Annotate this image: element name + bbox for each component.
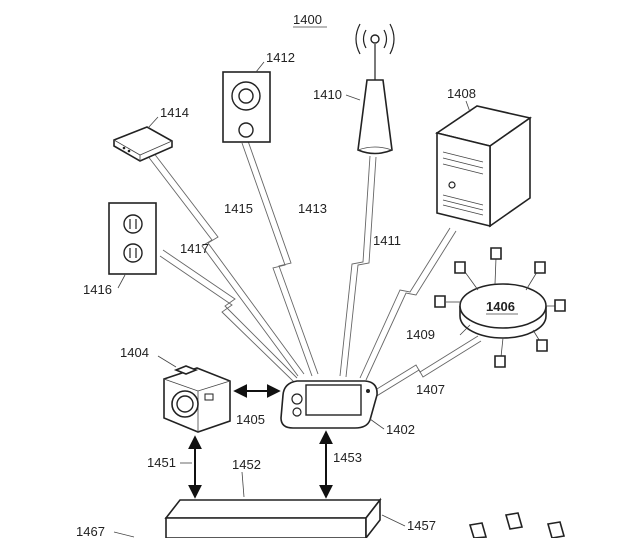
handheld-device-icon [280, 380, 378, 429]
wireless-link-1411 [339, 155, 377, 378]
label-1467: 1467 [76, 524, 105, 538]
wireless-link-1407 [371, 335, 482, 398]
label-1406: 1406 [486, 299, 515, 314]
label-1407: 1407 [416, 382, 445, 397]
label-1410: 1410 [313, 87, 342, 102]
label-1411: 1411 [373, 233, 401, 248]
label-1404: 1404 [120, 345, 149, 360]
figure-number: 1400 [293, 12, 327, 28]
label-1412: 1412 [266, 50, 295, 65]
label-1417: 1417 [180, 241, 209, 256]
label-1405: 1405 [236, 412, 265, 427]
network-nodes-partial-icon [468, 512, 566, 538]
speaker-icon [222, 71, 271, 143]
label-1414: 1414 [160, 105, 189, 120]
wall-outlet-icon [108, 202, 157, 275]
wireless-link-1409 [359, 227, 457, 381]
label-1408: 1408 [447, 86, 476, 101]
label-1413: 1413 [298, 201, 327, 216]
camera-icon [163, 365, 231, 433]
wireless-link-1415 [146, 151, 305, 377]
wireless-link-1417 [159, 249, 298, 383]
label-1457: 1457 [407, 518, 436, 533]
label-1452: 1452 [232, 457, 261, 472]
server-icon [435, 105, 532, 228]
wireless-link-1413 [241, 140, 319, 377]
network-cloud-icon [434, 247, 566, 368]
label-1451: 1451 [147, 455, 176, 470]
svg-text:1400: 1400 [293, 12, 322, 27]
battery-pack-icon [113, 126, 173, 162]
label-1416: 1416 [83, 282, 112, 297]
label-1409: 1409 [406, 327, 435, 342]
label-1415: 1415 [224, 201, 253, 216]
label-1402: 1402 [386, 422, 415, 437]
antenna-tower-icon [355, 23, 395, 155]
bus-bar-1452 [164, 497, 382, 538]
label-1453: 1453 [333, 450, 362, 465]
